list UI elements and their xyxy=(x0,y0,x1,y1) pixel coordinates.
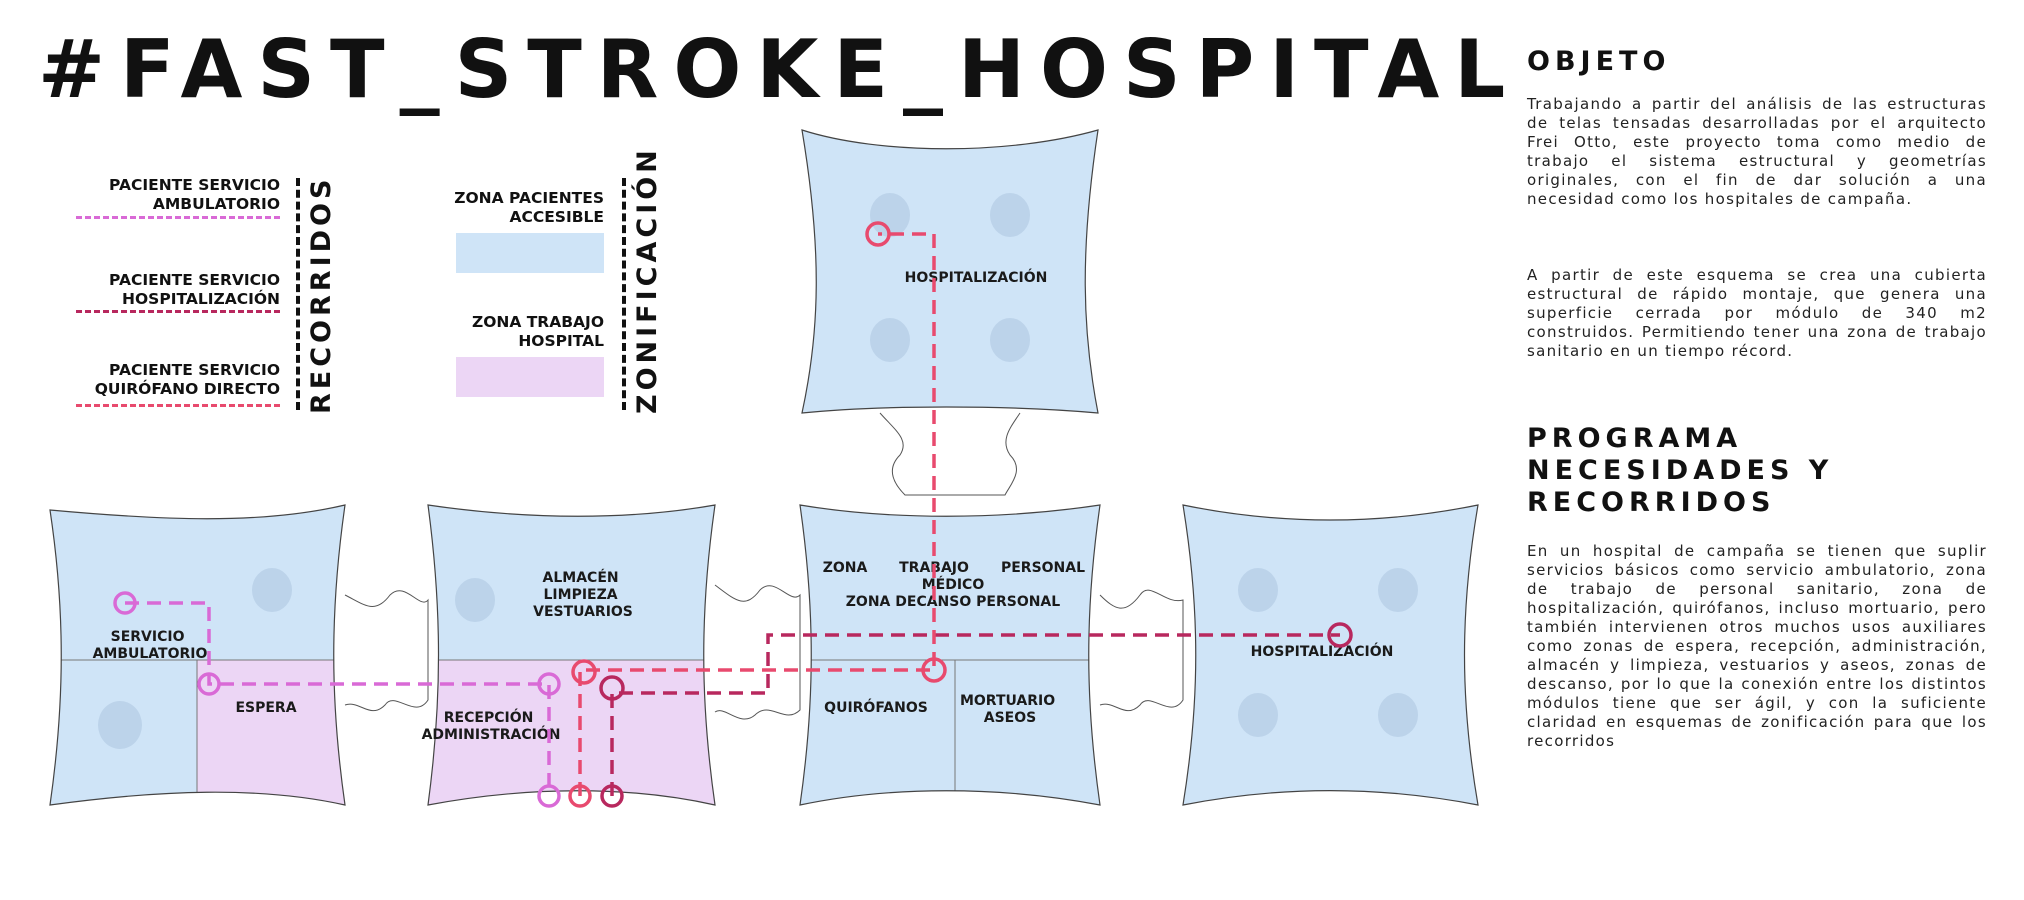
label-almacen: ALMACÉN LIMPIEZA VESTUARIOS xyxy=(533,569,633,620)
programa-paragraph: En un hospital de campaña se tienen que … xyxy=(1527,542,1987,750)
label-espera: ESPERA xyxy=(235,700,296,716)
legend-zona-trabajo-swatch xyxy=(456,357,604,397)
label-personal: PERSONAL xyxy=(1001,560,1085,576)
module-personal-quirofanos xyxy=(799,504,1101,806)
label-recepcion: RECEPCIÓN ADMINISTRACIÓN xyxy=(422,708,561,743)
label-medico: MÉDICO xyxy=(922,576,985,593)
label-hospitalizacion-right: HOSPITALIZACIÓN xyxy=(1251,642,1394,660)
module-hospitalizacion-right xyxy=(1182,504,1479,806)
route-hospitalizacion xyxy=(599,622,1353,808)
label-zona: ZONA xyxy=(823,560,868,576)
programa-heading: PROGRAMA NECESIDADES Y RECORRIDOS xyxy=(1527,423,1834,518)
module-almacen-recepcion xyxy=(427,504,716,806)
label-hospitalizacion-top: HOSPITALIZACIÓN xyxy=(905,268,1048,286)
route-quirofano xyxy=(568,221,947,808)
legend-hospitalizacion-line xyxy=(76,310,280,313)
module-hospitalizacion-top xyxy=(801,129,1099,414)
module-connectors xyxy=(344,412,1184,720)
label-mortuario: MORTUARIO ASEOS xyxy=(960,693,1060,726)
legend-zona-pacientes-swatch xyxy=(456,233,604,273)
objeto-paragraph-2: A partir de este esquema se crea una cub… xyxy=(1527,266,1987,360)
label-servicio-ambulatorio: SERVICIO AMBULATORIO xyxy=(93,629,208,662)
objeto-heading: OBJETO xyxy=(1527,46,1671,77)
legend-ambulatorio-line xyxy=(76,216,280,219)
label-quirofanos: QUIRÓFANOS xyxy=(824,698,928,716)
label-zona-descanso: ZONA DECANSO PERSONAL xyxy=(846,594,1060,610)
objeto-paragraph-1: Trabajando a partir del análisis de las … xyxy=(1527,95,1987,208)
route-ambulatorio xyxy=(113,591,561,808)
legend-quirofano-line xyxy=(76,404,280,407)
legend-recorridos-bar xyxy=(296,178,300,410)
page-title: #FAST_STROKE_HOSPITAL xyxy=(38,23,1521,116)
floor-plan-diagram: HOSPITALIZACIÓN HOSPITALIZACIÓN SERVICIO… xyxy=(49,129,1479,808)
legend-zonificacion-bar xyxy=(622,178,626,410)
